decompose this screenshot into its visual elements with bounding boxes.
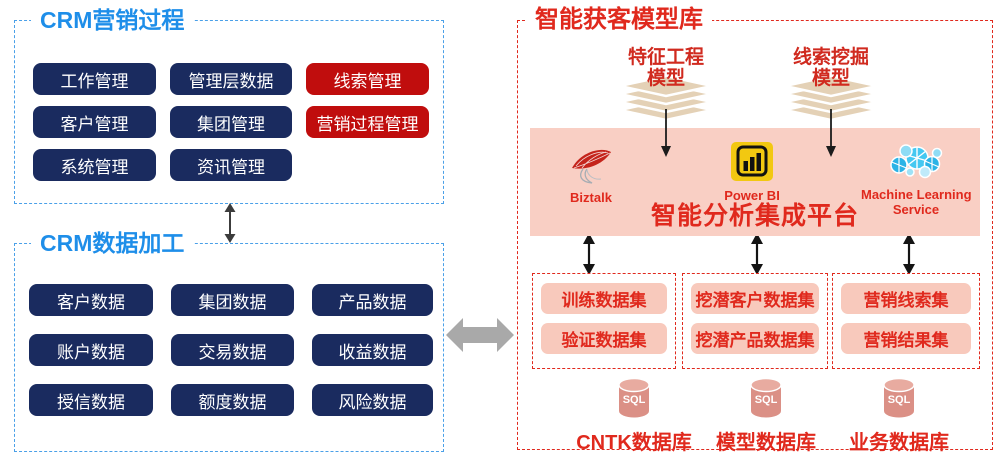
business-database: SQL 业务数据库: [829, 376, 969, 455]
data-button: 交易数据: [171, 334, 294, 366]
biztalk-tool: Biztalk: [551, 144, 631, 205]
svg-text:SQL: SQL: [888, 394, 911, 406]
layer-stack-icon: [784, 74, 878, 122]
crm-dataproc-grid: 客户数据 集团数据 产品数据 账户数据 交易数据 收益数据 授信数据 额度数据 …: [29, 284, 433, 416]
data-button: 风险数据: [312, 384, 433, 416]
module-button: 客户管理: [33, 106, 156, 138]
svg-text:SQL: SQL: [623, 394, 646, 406]
horizontal-double-arrow: [446, 318, 514, 352]
module-button: 资讯管理: [170, 149, 292, 181]
model-label: 线索挖掘 模型: [792, 47, 869, 89]
model-library-panel: 智能获客模型库 特征工程 模型 线索挖掘 模型: [517, 5, 993, 454]
crm-marketing-title: CRM营销过程: [31, 5, 194, 35]
ml-service-label-line2: Service: [892, 202, 940, 217]
dataset-button: 营销线索集: [841, 283, 971, 314]
crm-marketing-grid: 工作管理 管理层数据 线索管理 客户管理 集团管理 营销过程管理 系统管理 资讯…: [33, 63, 429, 181]
database-label: CNTK数据库: [576, 432, 692, 454]
data-button: 收益数据: [312, 334, 433, 366]
module-button-highlight: 线索管理: [306, 63, 429, 95]
data-button: 额度数据: [171, 384, 294, 416]
vertical-double-arrow: [224, 203, 236, 243]
model-label: 特征工程 模型: [627, 47, 704, 89]
dataset-button: 挖潜产品数据集: [691, 323, 819, 354]
dataset-button: 验证数据集: [541, 323, 667, 354]
data-button: 授信数据: [29, 384, 153, 416]
biztalk-icon: [572, 149, 611, 184]
data-button: 客户数据: [29, 284, 153, 316]
module-button: 集团管理: [170, 106, 292, 138]
sql-database-icon: SQL: [883, 377, 915, 418]
data-button: 账户数据: [29, 334, 153, 366]
double-arrow: [751, 233, 763, 275]
crm-dataproc-title: CRM数据加工: [31, 228, 194, 258]
integration-platform-band: Biztalk Power BI: [530, 128, 980, 236]
data-button: 集团数据: [171, 284, 294, 316]
model-library-title: 智能获客模型库: [526, 5, 712, 35]
module-button: 工作管理: [33, 63, 156, 95]
marketing-dataset-box: 营销线索集 营销结果集: [832, 273, 980, 369]
training-dataset-box: 训练数据集 验证数据集: [532, 273, 676, 369]
svg-text:SQL: SQL: [755, 394, 778, 406]
module-button: 管理层数据: [170, 63, 292, 95]
powerbi-label: Power BI: [724, 188, 780, 203]
mining-dataset-box: 挖潜客户数据集 挖潜产品数据集: [682, 273, 828, 369]
lead-mining-model: 线索挖掘 模型: [746, 47, 916, 127]
machine-learning-icon: [890, 144, 943, 179]
sql-database-icon: SQL: [750, 377, 782, 418]
biztalk-label: Biztalk: [570, 190, 612, 205]
data-button: 产品数据: [312, 284, 433, 316]
double-arrow: [583, 233, 595, 275]
powerbi-icon: [731, 142, 773, 181]
sql-database-icon: SQL: [618, 377, 650, 418]
dataset-button: 训练数据集: [541, 283, 667, 314]
module-button: 系统管理: [33, 149, 156, 181]
model-database: SQL 模型数据库: [696, 376, 836, 455]
ml-service-tool: Machine Learning Service: [861, 141, 972, 217]
ml-service-label-line1: Machine Learning: [861, 187, 972, 202]
module-button-highlight: 营销过程管理: [306, 106, 429, 138]
database-label: 业务数据库: [849, 432, 949, 454]
platform-title: 智能分析集成平台: [650, 202, 859, 230]
dataset-button: 挖潜客户数据集: [691, 283, 819, 314]
crm-dataproc-panel: CRM数据加工 客户数据 集团数据 产品数据 账户数据 交易数据 收益数据 授信…: [14, 228, 444, 452]
crm-marketing-panel: CRM营销过程 工作管理 管理层数据 线索管理 客户管理 集团管理 营销过程管理…: [14, 5, 444, 204]
powerbi-tool: Power BI: [712, 141, 792, 203]
double-arrow: [903, 233, 915, 275]
down-arrow: [826, 109, 836, 157]
down-arrow: [661, 109, 671, 157]
database-label: 模型数据库: [716, 432, 816, 454]
dataset-button: 营销结果集: [841, 323, 971, 354]
cntk-database: SQL CNTK数据库: [564, 376, 704, 455]
